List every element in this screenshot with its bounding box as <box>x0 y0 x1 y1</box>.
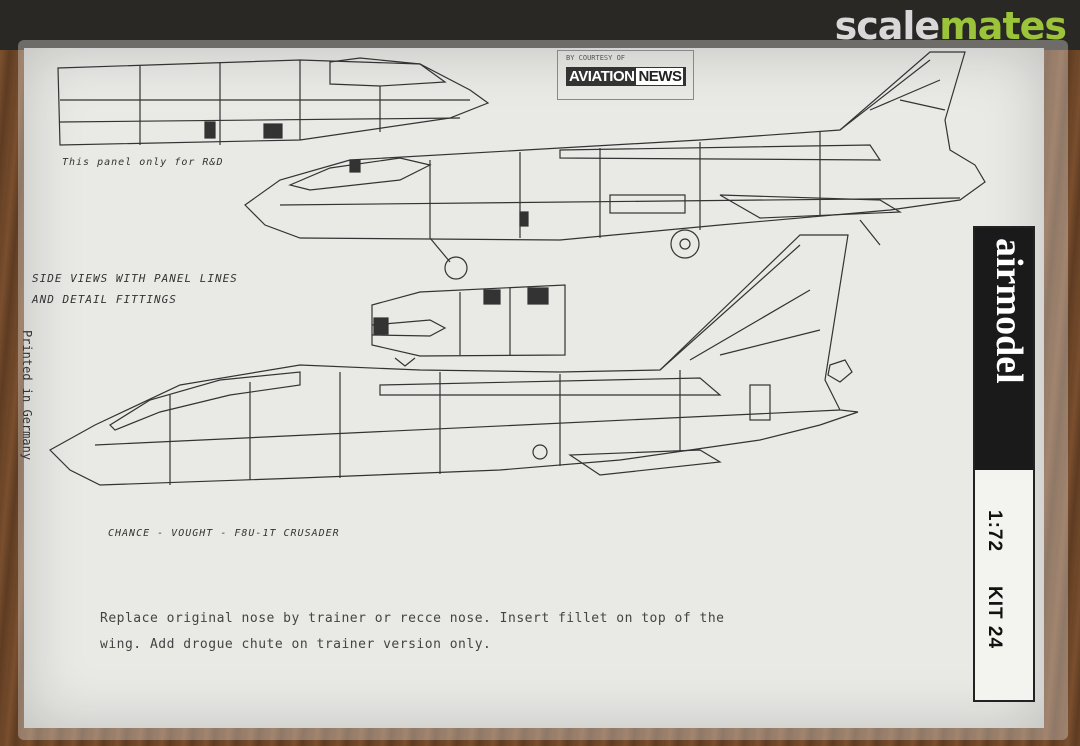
side-views-title-line1: SIDE VIEWS WITH PANEL LINES <box>32 272 238 285</box>
scalemates-watermark: scalemates <box>834 4 1067 48</box>
trainer-canopy-detail <box>371 284 566 367</box>
instruction-line-1: Replace original nose by trainer or recc… <box>100 611 725 626</box>
instruction-line-2: wing. Add drogue chute on trainer versio… <box>100 637 492 652</box>
airmodel-logo: airmodel <box>988 238 1030 384</box>
panel-note: This panel only for R&D <box>62 157 224 168</box>
recce-nose-side-view <box>57 57 490 146</box>
trainer-aircraft-side-view <box>49 234 859 486</box>
side-views-title-line2: AND DETAIL FITTINGS <box>32 293 177 306</box>
aircraft-caption: CHANCE - VOUGHT - F8U-1T CRUSADER <box>108 528 340 539</box>
kit-number: KIT 24 <box>984 586 1005 650</box>
recce-aircraft-side-view <box>244 51 986 280</box>
top-dark-band <box>0 0 1080 50</box>
airmodel-brand-panel: airmodel 1:72 KIT 24 <box>973 226 1035 702</box>
scale-label: 1:72 <box>984 510 1005 553</box>
printed-in-germany: Printed in Germany <box>20 330 34 461</box>
